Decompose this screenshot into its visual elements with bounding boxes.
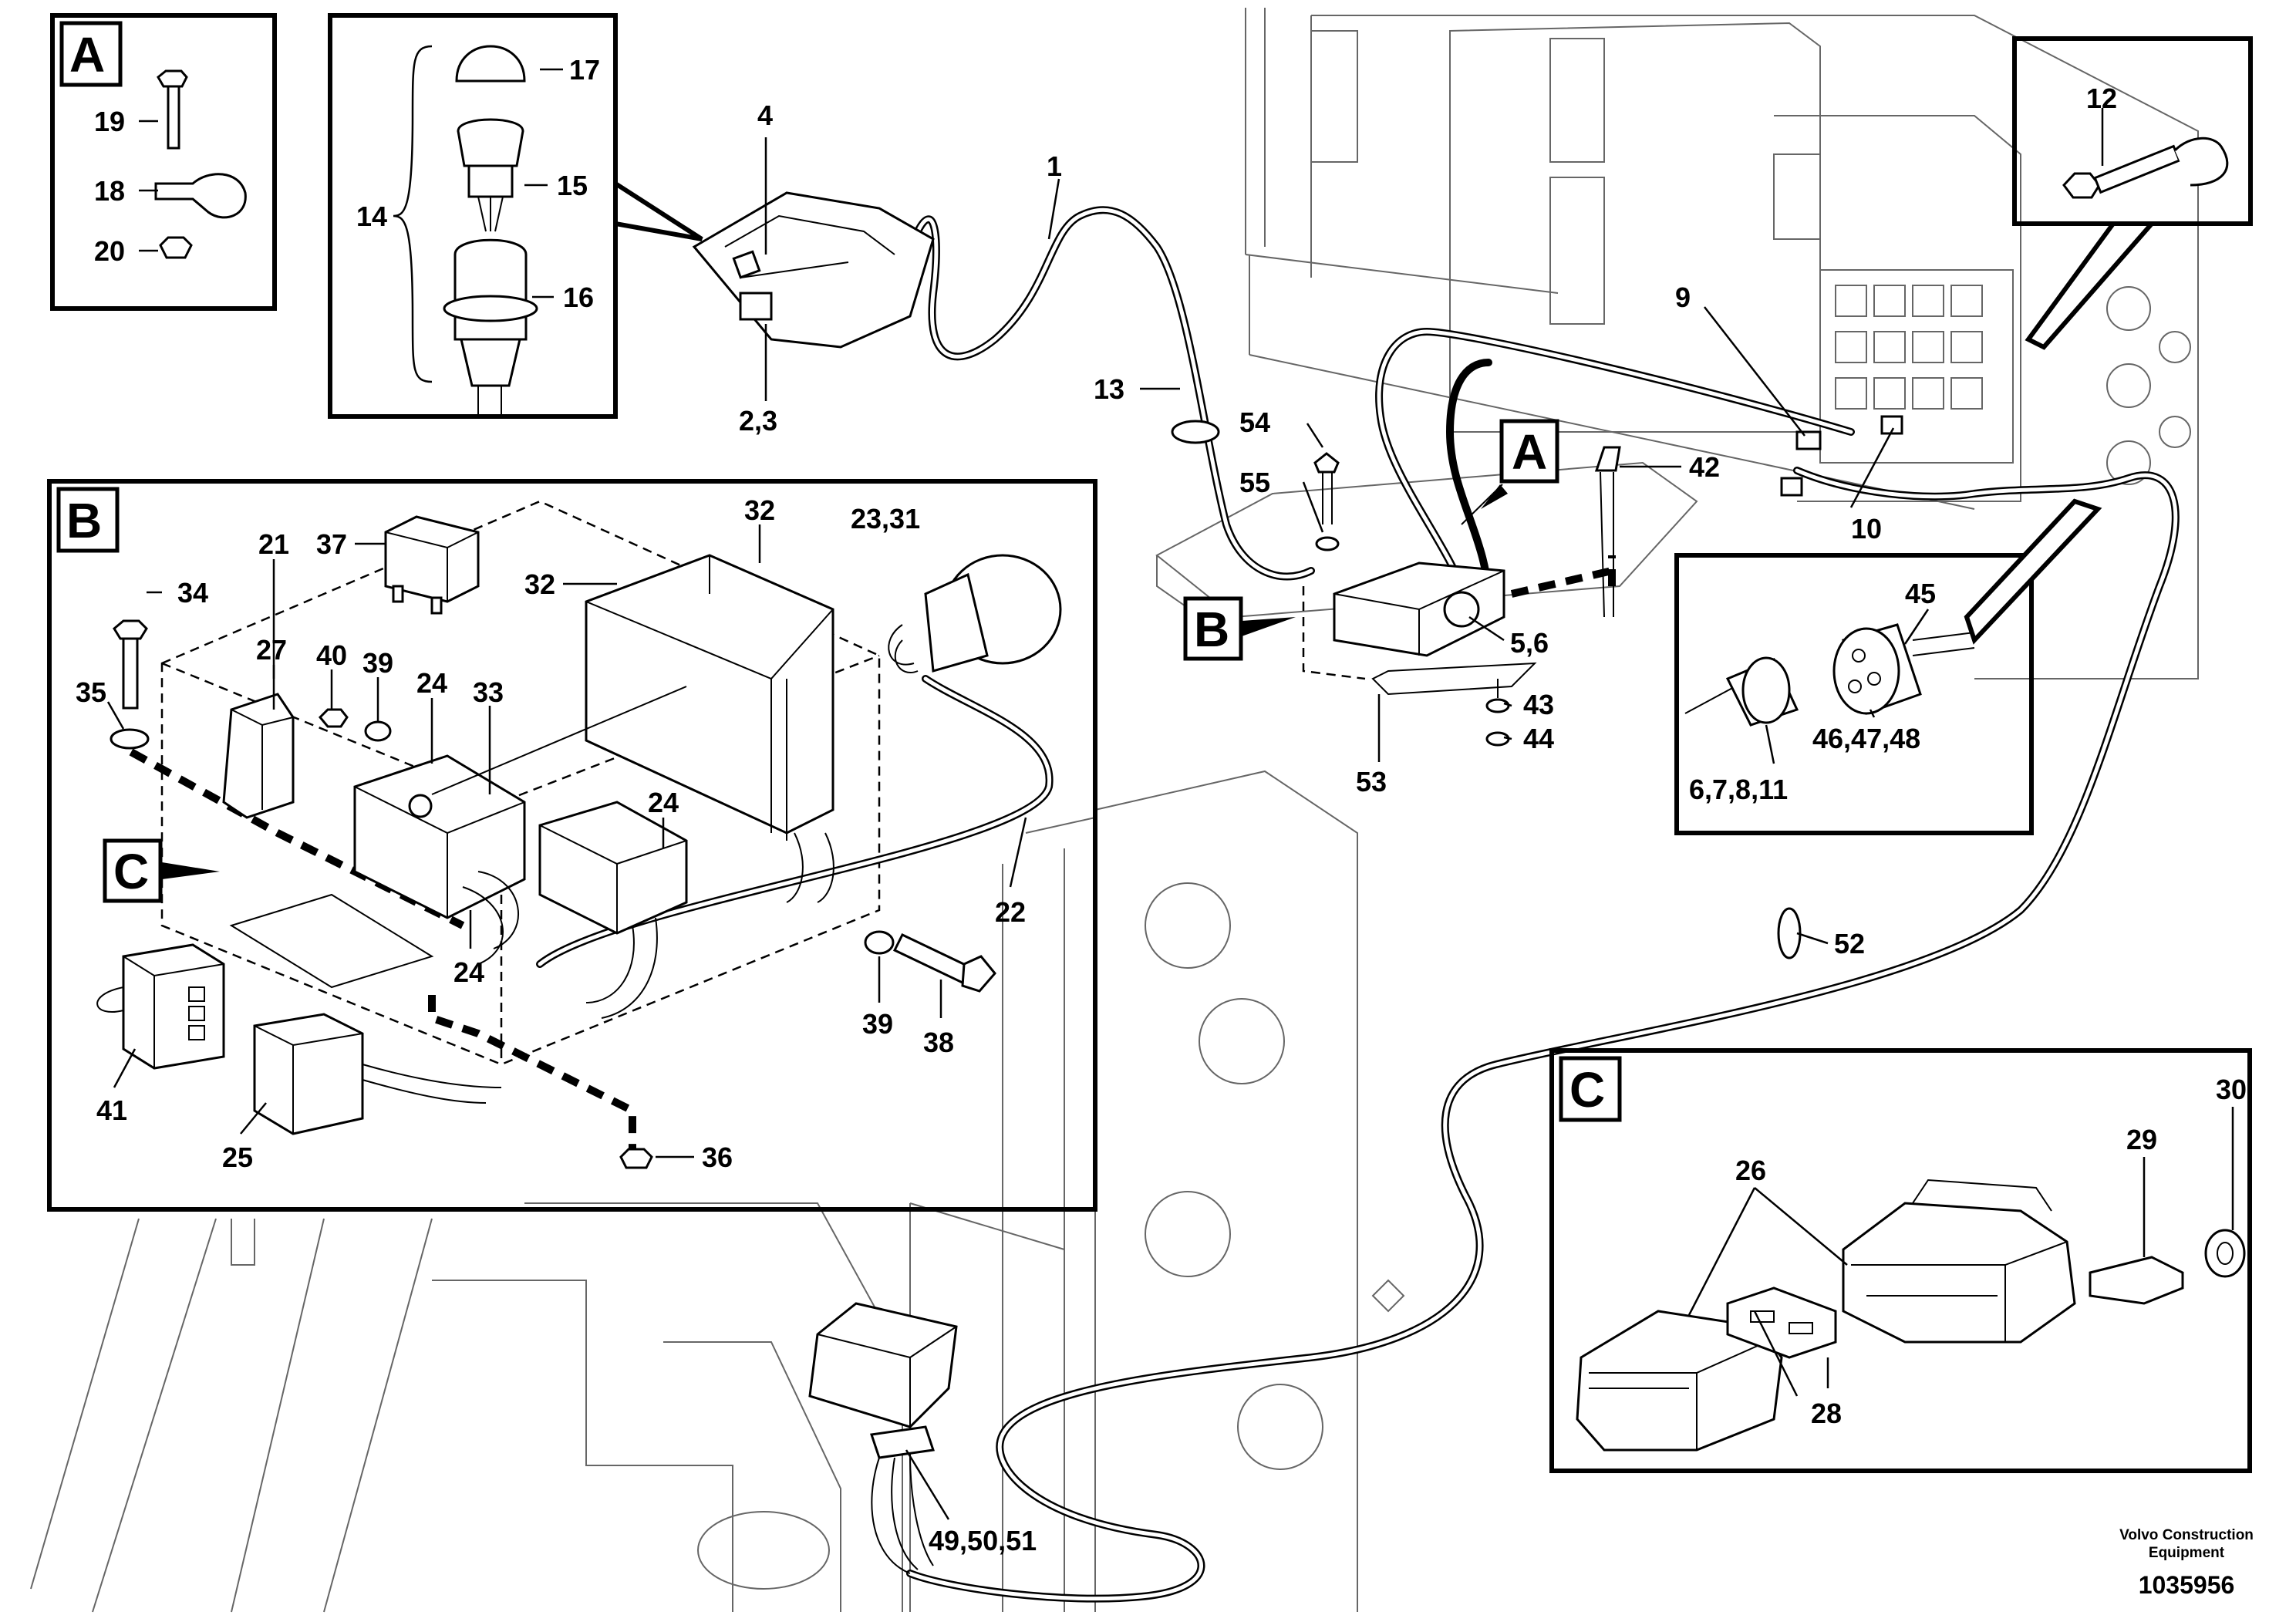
callout-35: 35 — [76, 676, 106, 708]
callout-37: 37 — [316, 528, 347, 560]
detail-connectors: 45 6,7,8,11 46,47,48 — [1674, 498, 2102, 835]
brand-line-2: Equipment — [2149, 1545, 2225, 1561]
callout-9: 9 — [1675, 282, 1691, 313]
callout-32b: 32 — [524, 568, 555, 600]
callout-36: 36 — [702, 1141, 733, 1173]
callout-33: 33 — [473, 676, 504, 708]
callout-6-7-8-11: 6,7,8,11 — [1689, 774, 1788, 805]
callout-26: 26 — [1735, 1155, 1766, 1186]
callout-29: 29 — [2126, 1124, 2157, 1155]
detail-c-letter: C — [1569, 1062, 1605, 1118]
machine-frame — [30, 8, 2199, 1613]
callout-41: 41 — [96, 1094, 127, 1126]
callout-24a: 24 — [416, 667, 447, 699]
relay-49-50-51 — [808, 1302, 958, 1574]
callout-49-50-51: 49,50,51 — [929, 1525, 1037, 1556]
main-callouts: 1 4 2,3 13 54 55 42 5,6 43 44 53 9 10 52… — [739, 99, 1895, 1556]
callout-39b: 39 — [862, 1008, 893, 1040]
detail-c: C 26 28 29 30 — [1549, 1048, 2252, 1473]
main-harness — [775, 206, 2180, 1603]
callout-17: 17 — [569, 54, 600, 86]
callout-25: 25 — [222, 1141, 253, 1173]
callout-22: 22 — [995, 896, 1026, 928]
ref-tag-b: B — [1194, 602, 1229, 657]
detail-a: A 19 18 20 — [50, 13, 277, 311]
callout-39a: 39 — [362, 647, 393, 679]
callout-20: 20 — [94, 235, 125, 267]
callout-30: 30 — [2216, 1074, 2247, 1105]
detail-switch: 17 15 16 14 — [328, 13, 703, 419]
ref-tag-c: C — [113, 844, 149, 899]
callout-45: 45 — [1905, 578, 1936, 609]
callout-54: 54 — [1239, 406, 1270, 438]
doc-number: 1035956 — [2139, 1571, 2235, 1599]
callout-15: 15 — [557, 170, 588, 201]
callout-19: 19 — [94, 106, 125, 137]
callout-34: 34 — [177, 577, 208, 609]
callout-40: 40 — [316, 639, 347, 671]
callout-27: 27 — [256, 634, 287, 666]
callout-12: 12 — [2086, 83, 2117, 114]
callout-38: 38 — [923, 1027, 954, 1058]
fasteners-main — [1313, 446, 1621, 747]
callout-16: 16 — [563, 282, 594, 313]
callout-4: 4 — [757, 99, 773, 131]
cabinet-connectors — [1780, 415, 1903, 497]
callout-46-47-48: 46,47,48 — [1812, 723, 1920, 754]
callout-10: 10 — [1851, 513, 1882, 545]
detail-b-letter: B — [66, 493, 102, 548]
callout-21: 21 — [258, 528, 289, 560]
callout-18: 18 — [94, 175, 125, 207]
callout-52: 52 — [1834, 928, 1865, 959]
detail-a-letter: A — [69, 27, 105, 83]
footer: Volvo Construction Equipment 1035956 — [2119, 1527, 2254, 1599]
callout-32a: 32 — [744, 494, 775, 526]
callout-23-31: 23,31 — [851, 503, 920, 534]
control-box-b — [1302, 561, 1537, 696]
callout-24b: 24 — [648, 787, 679, 818]
callout-1: 1 — [1047, 150, 1062, 182]
callout-24c: 24 — [453, 956, 484, 988]
detail-12: 12 — [2012, 36, 2253, 350]
callout-53: 53 — [1356, 766, 1387, 798]
callout-43: 43 — [1523, 689, 1554, 720]
callout-42: 42 — [1689, 451, 1720, 483]
detail-b: B — [47, 479, 1097, 1212]
callout-44: 44 — [1523, 723, 1554, 754]
brand-line-1: Volvo Construction — [2119, 1527, 2254, 1543]
callout-5-6: 5,6 — [1510, 627, 1549, 659]
switch-panel — [692, 191, 935, 349]
ref-tag-a: A — [1512, 424, 1547, 480]
callout-14: 14 — [356, 201, 387, 232]
callout-13: 13 — [1094, 373, 1124, 405]
callout-55: 55 — [1239, 467, 1270, 498]
callout-2-3: 2,3 — [739, 405, 777, 437]
callout-28: 28 — [1811, 1398, 1842, 1429]
